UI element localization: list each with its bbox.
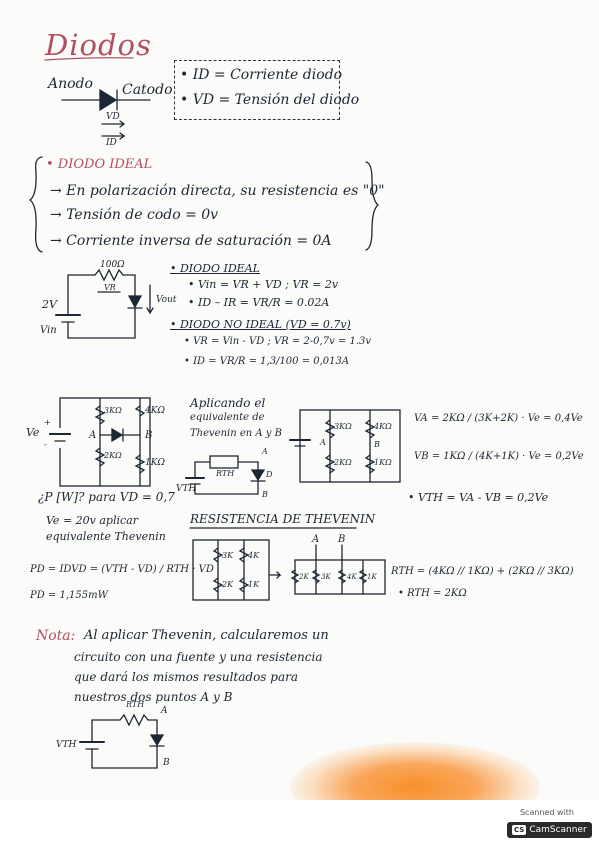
final-vth: VTH <box>56 740 77 750</box>
c2-plus: + <box>44 418 51 427</box>
c2-r3: 2KΩ <box>104 451 122 460</box>
thevenin-d: D <box>266 470 273 479</box>
final-b: B <box>163 758 170 768</box>
ideal-diode-heading: • DIODO IDEAL <box>46 157 153 172</box>
camscanner-text: CamScanner <box>529 825 587 835</box>
thevenin-resistance-heading: RESISTENCIA DE THEVENIN <box>190 512 376 526</box>
diode-symbol-icon <box>61 88 151 140</box>
thevenin-a: A <box>262 447 268 456</box>
formula-vth: • VTH = VA - VB = 0,2Ve <box>408 491 549 504</box>
cathode-label: Catodo <box>122 82 173 98</box>
ideal-diode-line-2: → Tensión de codo = 0v <box>50 207 219 223</box>
ideal-calc-heading: • DIODO IDEAL <box>170 262 260 275</box>
thevenin-equivalent-circuit <box>185 455 266 495</box>
final-circuit <box>79 713 165 769</box>
definition-id: • ID = Corriente diodo <box>180 67 343 83</box>
circuit-3 <box>289 409 401 483</box>
definitions-box <box>174 60 340 120</box>
c3-r2: 4KΩ <box>374 422 392 431</box>
nota-label: Nota: <box>36 628 76 644</box>
ideal-diode-line-3: → Corriente inversa de saturación = 0A <box>50 233 332 249</box>
thr-s3: 4K <box>347 573 357 581</box>
power-formula: PD = IDVD = (VTH - VD) / RTH · VD <box>30 564 214 575</box>
final-rth: RTH <box>126 700 145 709</box>
thevenin-b: B <box>262 490 268 499</box>
c2-node-a: A <box>89 430 97 441</box>
final-a: A <box>161 706 168 716</box>
power-note-2: equivalente Thevenin <box>46 530 166 543</box>
c1-vout-label: Vout <box>156 295 177 305</box>
thevenin-note-1: Aplicando el <box>190 396 266 410</box>
thr-node-b: B <box>338 534 346 545</box>
c1-resistor-label: 100Ω <box>100 260 125 270</box>
thr-s1: 2K <box>299 573 309 581</box>
thevenin-resistance-circuit-a <box>192 539 282 601</box>
thr-s2: 3K <box>321 573 331 581</box>
camscanner-icon: CS <box>512 825 527 835</box>
page-title: Diodos <box>45 28 152 62</box>
c3-r3: 2KΩ <box>334 458 352 467</box>
c2-r2: 4KΩ <box>145 406 165 416</box>
ideal-calc-line-2: • ID – IR = VR/R = 0.02A <box>188 296 330 309</box>
c2-r1: 3KΩ <box>104 406 122 415</box>
scanned-with-text: Scanned with <box>519 808 575 817</box>
c3-r1: 3KΩ <box>334 422 352 431</box>
c3-node-a: A <box>320 438 326 447</box>
hand-drawings <box>28 57 401 769</box>
nota-line-4: nuestros dos puntos A y B <box>74 690 233 704</box>
formula-va: VA = 2KΩ / (3K+2K) · Ve = 0,4Ve <box>414 413 583 424</box>
thr-node-a: A <box>312 534 320 545</box>
thevenin-note-2: equivalente de <box>190 412 265 423</box>
formula-vb: VB = 1KΩ / (4K+1K) · Ve = 0,2Ve <box>414 451 584 462</box>
thr-r1: 3K <box>222 551 234 560</box>
thevenin-note-3: Thevenin en A y B <box>190 428 282 439</box>
nota-line-3: que dará los mismos resultados para <box>74 670 298 684</box>
camscanner-logo: CS CamScanner <box>507 822 592 838</box>
id-label: ID <box>106 138 117 148</box>
non-ideal-line-1: • VR = Vin - VD ; VR = 2-0,7v = 1.3v <box>184 336 372 347</box>
camscanner-watermark: Scanned with CS CamScanner <box>507 808 592 838</box>
definition-vd: • VD = Tensión del diodo <box>180 92 360 108</box>
notebook-page: Diodos <box>26 28 584 800</box>
thevenin-rth: RTH <box>216 469 235 478</box>
c1-source-label: 2V <box>42 298 57 311</box>
non-ideal-line-2: • ID = VR/R = 1,3/100 = 0,013A <box>184 356 350 367</box>
power-note-1: Ve = 20v aplicar <box>46 514 138 527</box>
c3-r4: 1KΩ <box>374 458 392 467</box>
thr-s4: 1K <box>367 573 377 581</box>
c3-node-b: B <box>374 440 380 449</box>
circuit-1 <box>55 268 154 339</box>
thr-r4: 1K <box>248 580 260 589</box>
nota-line-1: Al aplicar Thevenin, calcularemos un <box>84 628 329 643</box>
c1-vin-label: Vin <box>40 325 57 336</box>
thevenin-resistance-circuit-b <box>290 544 386 595</box>
c1-vr-label: VR <box>104 283 116 292</box>
thr-result: • RTH = 2KΩ <box>398 588 467 599</box>
c2-ve: Ve <box>26 426 40 439</box>
vd-label: VD <box>106 112 120 122</box>
circuit-2 <box>49 397 151 487</box>
power-result: PD = 1,155mW <box>30 590 108 601</box>
ideal-calc-line-1: • Vin = VR + VD ; VR = 2v <box>188 278 339 291</box>
thevenin-vth: VTH <box>176 484 197 494</box>
power-question: ¿P [W]? para VD = 0,7 <box>38 490 175 504</box>
c2-node-b: B <box>145 430 153 441</box>
anode-label: Anodo <box>48 76 93 92</box>
nota-line-2: circuito con una fuente y una resistenci… <box>74 650 323 664</box>
thr-r2: 4K <box>248 551 260 560</box>
non-ideal-heading: • DIODO NO IDEAL (VD = 0.7v) <box>170 318 351 331</box>
ideal-diode-line-1: → En polarización directa, su resistenci… <box>50 183 385 199</box>
c2-r4: 1KΩ <box>145 458 165 468</box>
thr-formula: RTH = (4KΩ // 1KΩ) + (2KΩ // 3KΩ) <box>391 566 574 577</box>
thr-r3: 2K <box>222 580 234 589</box>
c2-minus: - <box>44 440 47 449</box>
